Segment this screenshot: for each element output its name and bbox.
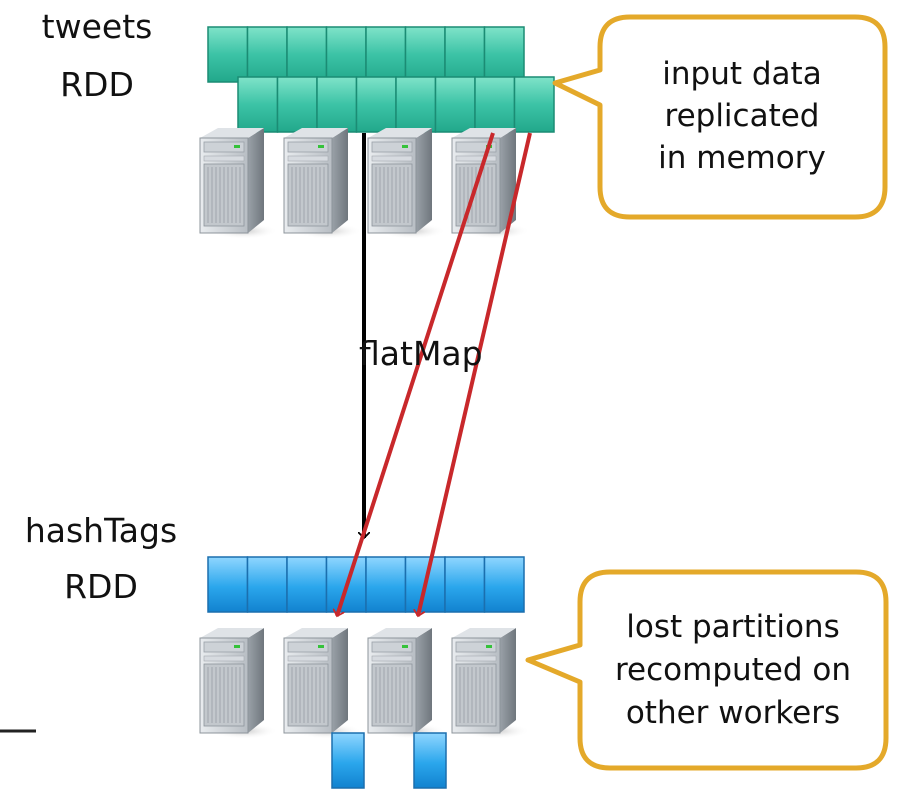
tweets-partition xyxy=(483,26,525,83)
bottom-server-group xyxy=(199,628,528,740)
recomputed-partition-2 xyxy=(413,732,447,789)
tweets-rdd-label-line1: tweets xyxy=(42,7,153,46)
hashtags-rdd-label-line1: hashTags xyxy=(25,511,177,550)
tweets-partition xyxy=(207,26,249,83)
tweets-partition xyxy=(365,26,407,83)
hashtags-partition xyxy=(483,556,525,613)
hashtags-partition xyxy=(246,556,288,613)
bottom-callout-line3: other workers xyxy=(626,695,840,731)
tweets-partition-replica xyxy=(395,76,437,133)
tweets-partition xyxy=(246,26,288,83)
server-icon xyxy=(283,628,360,740)
tweets-partition xyxy=(404,26,446,83)
tweets-partition-replica xyxy=(316,76,358,133)
hashtags-partition xyxy=(444,556,486,613)
bottom-callout-line2: recomputed on xyxy=(615,652,851,688)
tweets-rdd-label-line2: RDD xyxy=(60,65,134,104)
bottom-callout-line1: lost partitions xyxy=(626,609,839,645)
tweets-partition-replica xyxy=(237,76,279,133)
tweets-partition xyxy=(444,26,486,83)
top-callout-line1: input data xyxy=(662,56,821,92)
tweets-rdd-back-row xyxy=(207,26,525,83)
recompute-arrow-2 xyxy=(418,132,532,616)
hashtags-partition xyxy=(207,556,249,613)
top-callout-line2: replicated xyxy=(665,98,820,134)
hashtags-rdd-label-line2: RDD xyxy=(64,567,138,606)
hashtags-partition xyxy=(365,556,407,613)
top-callout-bubble xyxy=(552,14,888,220)
server-icon xyxy=(283,128,360,240)
recompute-arrow-1 xyxy=(337,132,495,616)
recomputed-partition-1 xyxy=(331,732,365,789)
hashtags-rdd-row xyxy=(207,556,525,613)
bottom-callout-bubble xyxy=(525,569,889,771)
server-icon xyxy=(367,628,444,740)
tweets-partition xyxy=(325,26,367,83)
server-icon xyxy=(451,628,528,740)
server-icon xyxy=(199,128,276,240)
hashtags-partition xyxy=(286,556,328,613)
tweets-partition-replica xyxy=(513,76,555,133)
server-icon xyxy=(199,628,276,740)
tweets-partition-replica xyxy=(276,76,318,133)
tweets-partition-replica xyxy=(434,76,476,133)
top-callout-line3: in memory xyxy=(658,140,826,176)
tweets-rdd-front-row xyxy=(237,76,555,133)
tweets-partition-replica xyxy=(474,76,516,133)
flatmap-label: flatMap xyxy=(359,334,483,373)
tweets-partition-replica xyxy=(355,76,397,133)
tweets-partition xyxy=(286,26,328,83)
server-icon xyxy=(367,128,444,240)
